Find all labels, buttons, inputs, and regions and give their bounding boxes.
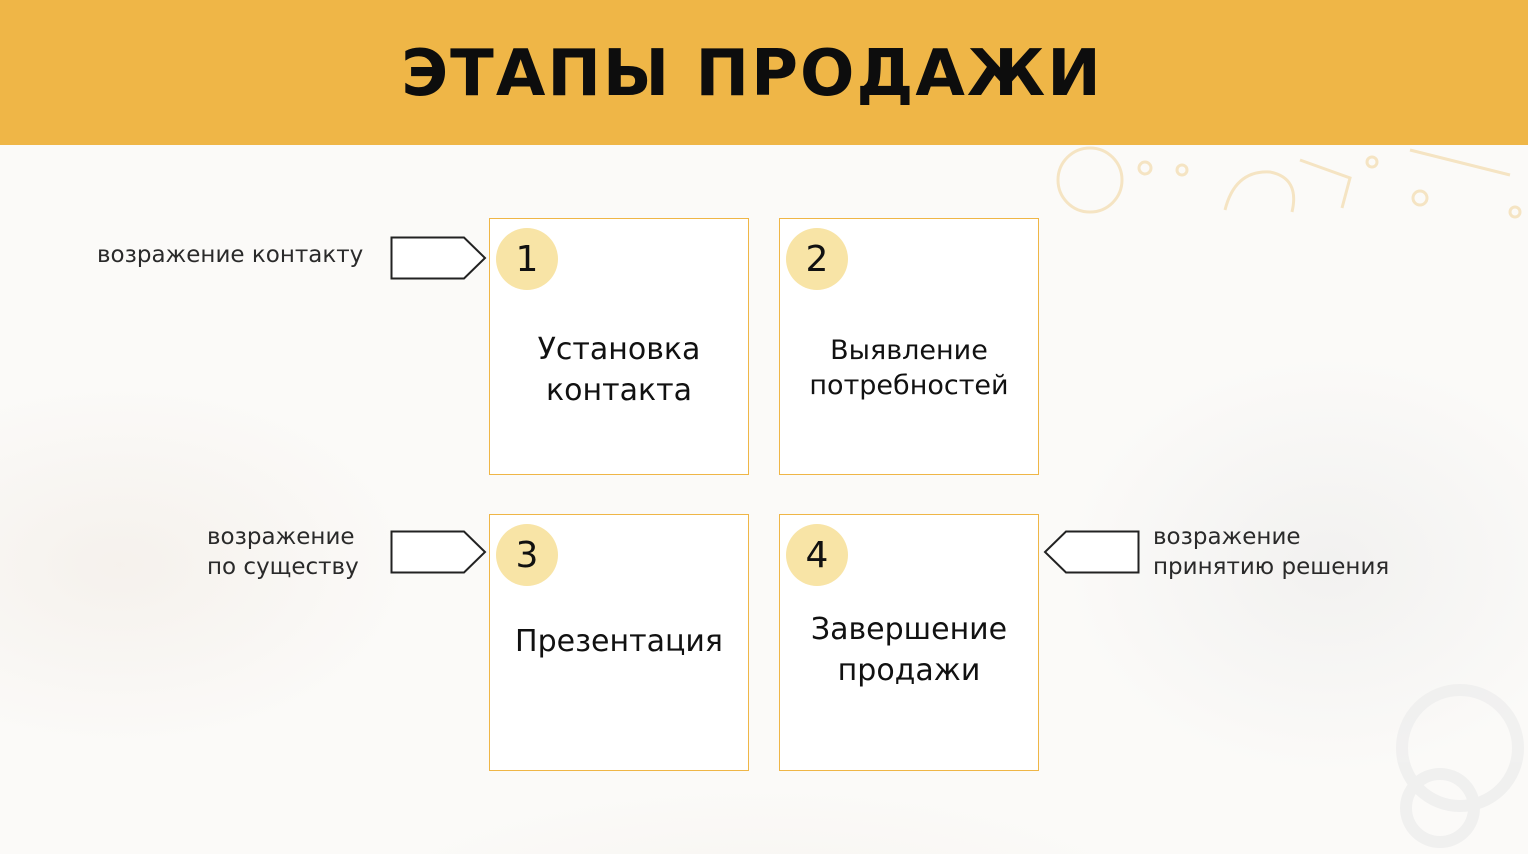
step-card-2: 2 Выявление потребностей: [779, 218, 1039, 475]
objection-label-contact: возражение контакту: [97, 242, 364, 268]
step-number-badge: 1: [496, 228, 558, 290]
step-label: Завершение продажи: [810, 612, 1008, 688]
step-number-badge: 3: [496, 524, 558, 586]
step-label: Установка контакта: [537, 332, 701, 408]
page-title: ЭТАПЫ ПРОДАЖИ: [401, 37, 1103, 111]
step-card-4: 4 Завершение продажи: [779, 514, 1039, 771]
arrow-right-icon: [390, 236, 487, 280]
objection-label-decision: возражение принятию решения: [1153, 524, 1390, 580]
step-label: Презентация: [515, 624, 723, 659]
step-card-1: 1 Установка контакта: [489, 218, 749, 475]
header-bar: ЭТАПЫ ПРОДАЖИ: [0, 0, 1528, 145]
step-number-badge: 4: [786, 524, 848, 586]
step-card-3: 3 Презентация: [489, 514, 749, 771]
objection-label-substance: возражение по существу: [207, 524, 359, 580]
step-label: Выявление потребностей: [809, 335, 1009, 401]
step-number-badge: 2: [786, 228, 848, 290]
background: [0, 145, 1528, 854]
arrow-left-icon: [1043, 530, 1140, 574]
arrow-right-icon: [390, 530, 487, 574]
